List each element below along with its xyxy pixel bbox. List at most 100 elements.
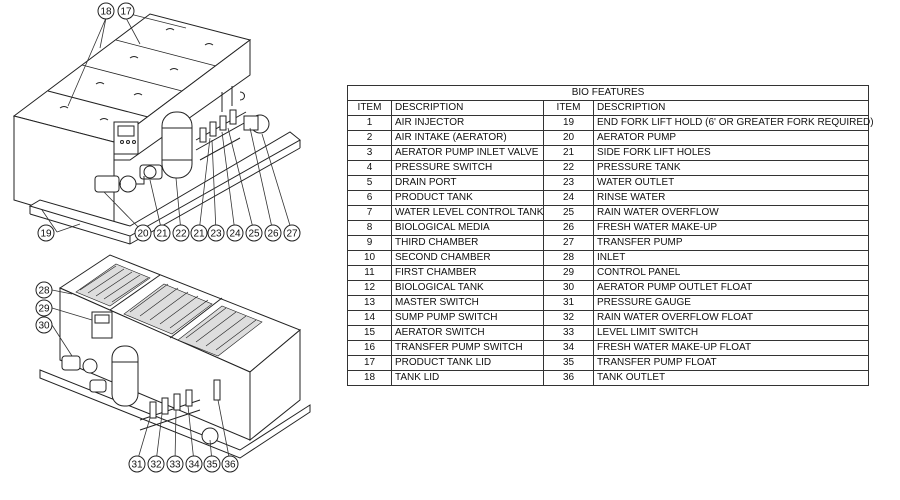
item-number: 36: [543, 370, 594, 386]
item-number: 34: [543, 340, 594, 356]
item-number: 35: [543, 355, 594, 371]
callout-label: 23: [210, 229, 222, 240]
item-description: FRESH WATER MAKE-UP FLOAT: [592, 340, 870, 356]
callout-label: 30: [38, 321, 50, 332]
item-number: 28: [543, 250, 594, 266]
item-description: SECOND CHAMBER: [391, 250, 544, 266]
callout-label: 31: [131, 460, 143, 471]
item-number: 14: [347, 310, 392, 326]
callout-label: 25: [248, 229, 260, 240]
header-description: DESCRIPTION: [391, 100, 544, 116]
item-description: TANK LID: [391, 370, 544, 386]
callout-label: 34: [188, 460, 200, 471]
callout-label: 29: [38, 304, 50, 315]
callout-label: 21: [156, 229, 168, 240]
item-description: TRANSFER PUMP SWITCH: [391, 340, 544, 356]
item-number: 5: [347, 175, 392, 191]
callout-25: 25: [245, 224, 263, 242]
item-description: BIOLOGICAL MEDIA: [391, 220, 544, 236]
callout-label: 28: [38, 286, 50, 297]
item-number: 33: [543, 325, 594, 341]
item-number: 4: [347, 160, 392, 176]
callout-label: 20: [137, 229, 149, 240]
callout-35: 35: [203, 455, 221, 473]
item-description: TRANSFER PUMP: [592, 235, 870, 251]
callout-label: 18: [100, 7, 112, 18]
item-description: END FORK LIFT HOLD (6' OR GREATER FORK R…: [592, 115, 874, 131]
item-number: 10: [347, 250, 392, 266]
item-description: PRESSURE TANK: [592, 160, 870, 176]
item-number: 22: [543, 160, 594, 176]
callout-34: 34: [185, 455, 203, 473]
top-tank-illustration: [12, 13, 301, 245]
item-number: 8: [347, 220, 392, 236]
table-title: BIO FEATURES: [346, 85, 870, 101]
item-description: CONTROL PANEL: [592, 265, 870, 281]
item-number: 3: [347, 145, 392, 161]
callout-31: 31: [128, 455, 146, 473]
item-number: 11: [347, 265, 392, 281]
leader-lines: [41, 13, 293, 463]
item-description: FRESH WATER MAKE-UP: [592, 220, 870, 236]
item-number: 27: [543, 235, 594, 251]
item-description: PRODUCT TANK LID: [391, 355, 544, 371]
header-item: ITEM: [347, 100, 392, 116]
item-number: 1: [347, 115, 392, 131]
callout-label: 17: [120, 7, 132, 18]
item-description: SIDE FORK LIFT HOLES: [592, 145, 870, 161]
item-number: 21: [543, 145, 594, 161]
item-description: BIOLOGICAL TANK: [391, 280, 544, 296]
item-number: 29: [543, 265, 594, 281]
item-description: AERATOR PUMP OUTLET FLOAT: [592, 280, 870, 296]
item-description: PRESSURE SWITCH: [391, 160, 544, 176]
item-number: 2: [347, 130, 392, 146]
item-number: 32: [543, 310, 594, 326]
callout-32: 32: [147, 455, 165, 473]
callout-label: 33: [169, 460, 181, 471]
callout-28: 28: [35, 281, 53, 299]
callout-label: 35: [206, 460, 218, 471]
item-description: DRAIN PORT: [391, 175, 544, 191]
item-number: 25: [543, 205, 594, 221]
item-description: INLET: [592, 250, 870, 266]
item-description: RAIN WATER OVERFLOW: [592, 205, 870, 221]
callout-19: 19: [37, 224, 55, 242]
item-number: 16: [347, 340, 392, 356]
callout-29: 29: [35, 299, 53, 317]
item-number: 12: [347, 280, 392, 296]
item-description: AIR INJECTOR: [391, 115, 544, 131]
callout-21: 21: [153, 224, 171, 242]
header-description: DESCRIPTION: [592, 100, 870, 116]
table-title-row: BIO FEATURES: [346, 85, 870, 101]
item-number: 23: [543, 175, 594, 191]
bottom-tank-illustration: [39, 254, 311, 459]
callout-23: 23: [207, 224, 225, 242]
callout-22: 22: [172, 224, 190, 242]
callout-label: 24: [229, 229, 241, 240]
item-number: 9: [347, 235, 392, 251]
item-description: TRANSFER PUMP FLOAT: [592, 355, 870, 371]
callout-label: 36: [224, 460, 236, 471]
callout-label: 22: [175, 229, 187, 240]
item-description: AIR INTAKE (AERATOR): [391, 130, 544, 146]
item-description: RINSE WATER: [592, 190, 870, 206]
table-header-row: ITEM DESCRIPTION ITEM DESCRIPTION: [347, 100, 870, 116]
item-number: 20: [543, 130, 594, 146]
callout-18: 18: [97, 2, 115, 20]
item-description: SUMP PUMP SWITCH: [391, 310, 544, 326]
item-description: PRESSURE GAUGE: [592, 295, 870, 311]
